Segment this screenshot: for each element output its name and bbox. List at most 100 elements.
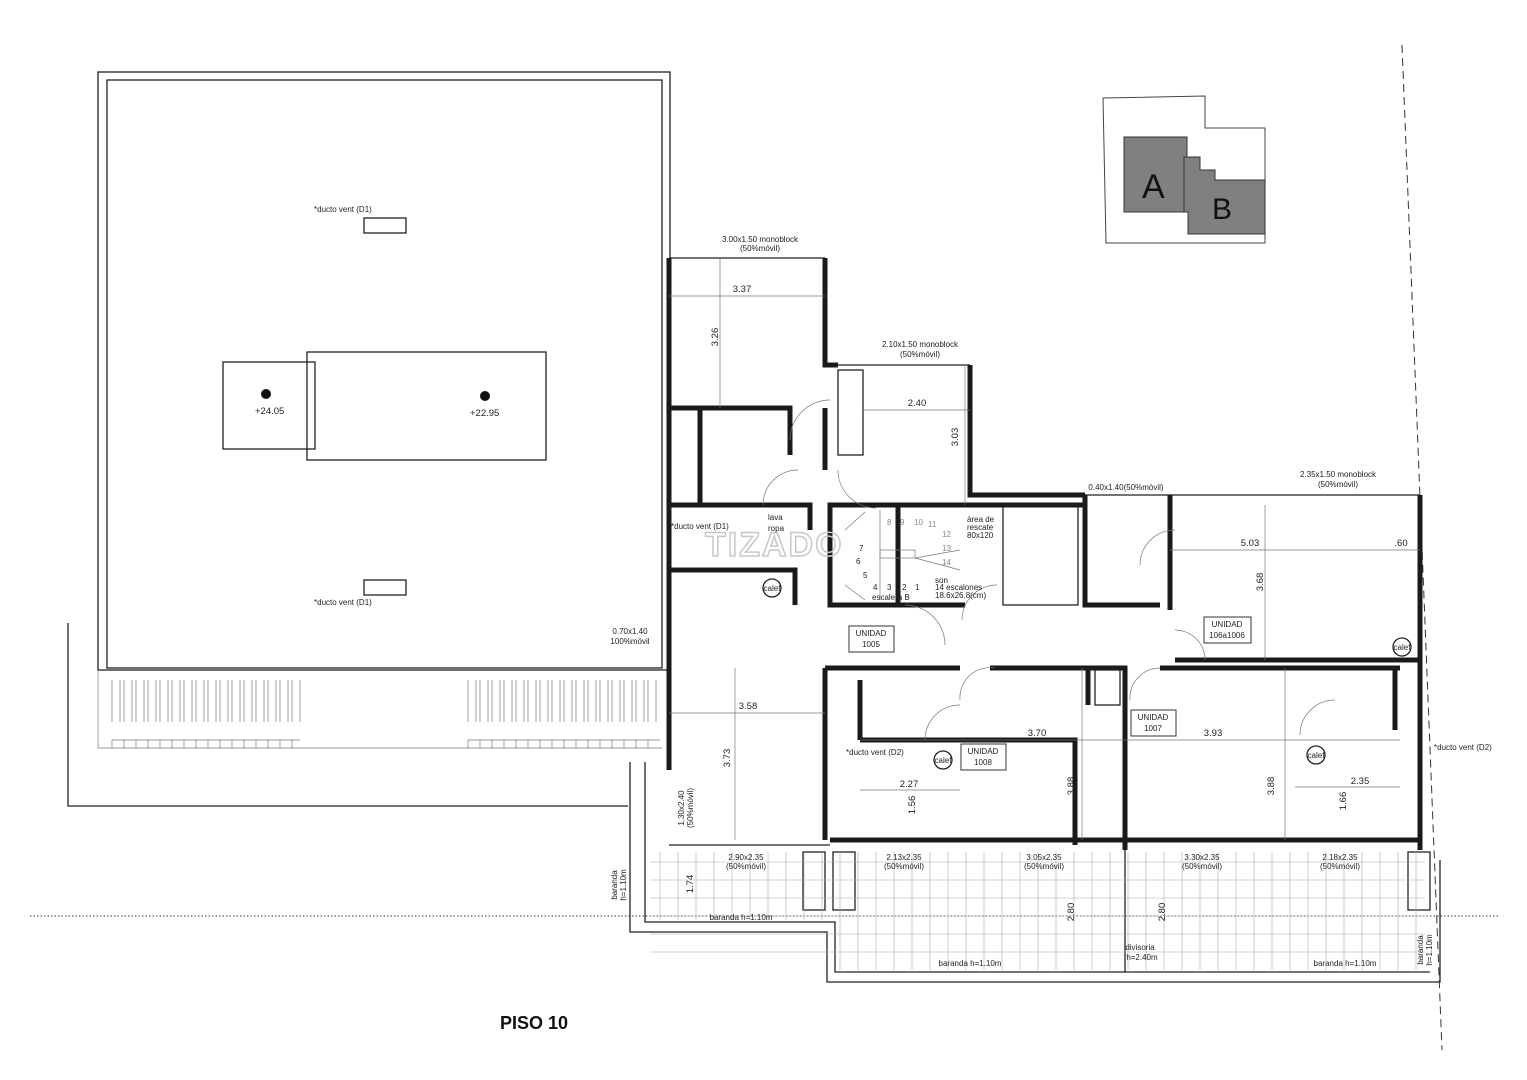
svg-text:1005: 1005 [862, 640, 880, 649]
dimension: 2.27 [900, 779, 919, 790]
rescue-area-label: área de [967, 515, 995, 524]
window-label: 3.05x2.35 [1026, 853, 1062, 862]
dimension: 2.80 [1157, 903, 1168, 922]
svg-text:UNIDAD: UNIDAD [1212, 620, 1243, 629]
window-label: (50%móvil) [1320, 862, 1360, 871]
ducto-label: *ducto vent (D2) [1434, 743, 1492, 752]
staircase-b [844, 510, 961, 601]
step-number: 2 [902, 583, 907, 592]
step-number: 12 [942, 530, 951, 539]
laundry-label: lava [768, 513, 783, 522]
window-label: 1.30x2.40 [677, 790, 686, 826]
window-label: 2.90x2.35 [728, 853, 764, 862]
block-a-label: A [1142, 168, 1165, 206]
window-label: (50%móvil) [1318, 480, 1358, 489]
balcony-tiles [650, 852, 1425, 970]
step-number: 3 [887, 583, 892, 592]
window-label: 0.40x1.40(50%móvil) [1088, 483, 1163, 492]
window-label: 2.13x2.35 [886, 853, 922, 862]
dimension: 3.03 [950, 428, 961, 447]
dimension: .60 [1394, 538, 1407, 549]
unit-1008-tag: UNIDAD 1008 [960, 743, 1007, 771]
level-mark-2405: +24.05 [255, 406, 284, 417]
key-map: A B [1102, 95, 1266, 244]
svg-text:UNIDAD: UNIDAD [1138, 713, 1169, 722]
dimension: 3.26 [710, 328, 721, 347]
stairs-note: 14 escalones [935, 583, 982, 592]
watermark-logo: TIZADO [705, 526, 844, 564]
window-label: (50%móvil) [900, 350, 940, 359]
rescue-area-label: rescate [967, 523, 994, 532]
divider-label: h=2.40m [1126, 953, 1158, 962]
dimension: 1.74 [685, 875, 696, 894]
window-label: 2.18x2.35 [1322, 853, 1358, 862]
railing-label: h=1.10m [1425, 934, 1434, 966]
svg-text:106a1006: 106a1006 [1209, 631, 1245, 640]
heater-label: calef [1308, 751, 1326, 760]
svg-text:UNIDAD: UNIDAD [856, 629, 887, 638]
window-label: 2.10x1.50 monoblock [882, 340, 959, 349]
rescue-area-label: 80x120 [967, 531, 994, 540]
dimension: 1.66 [1338, 792, 1349, 811]
roof-ducto-top: *ducto vent (D1) [314, 205, 372, 214]
unit-1006-tag: UNIDAD 106a1006 [1203, 616, 1252, 644]
floor-title: PISO 10 [500, 1013, 568, 1033]
step-number: 7 [859, 544, 864, 553]
window-label: (50%móvil) [686, 788, 695, 828]
window-label: 2.35x1.50 monoblock [1300, 470, 1377, 479]
balcony [629, 762, 1441, 983]
dimension: 3.37 [733, 284, 752, 295]
roof-grating [111, 680, 660, 748]
window-label: (50%móvil) [726, 862, 766, 871]
stairs-note: 18.6x26.8(cm) [935, 591, 986, 600]
railing-label: baranda h=1.10m [939, 959, 1002, 968]
railing-label: baranda [610, 870, 619, 900]
laundry-label: ropa [768, 524, 785, 533]
dimension: 2.80 [1066, 903, 1077, 922]
railing-label: baranda h=1.10m [1314, 959, 1377, 968]
doors [762, 399, 1336, 741]
roof-terrace: *ducto vent (D1) *ducto vent (D1) +24.05… [67, 71, 671, 807]
level-mark-2295: +22.95 [470, 408, 499, 419]
unit-1005-tag: UNIDAD 1005 [848, 625, 895, 653]
window-label: 0.70x1.40 [612, 627, 648, 636]
window-label: (50%móvil) [1024, 862, 1064, 871]
step-number: 1 [915, 583, 920, 592]
ducto-label: *ducto vent (D1) [671, 522, 729, 531]
window-label: 3.00x1.50 monoblock [722, 235, 799, 244]
step-number: 4 [873, 583, 878, 592]
unit-1007-tag: UNIDAD 1007 [1130, 709, 1177, 737]
dimension: 5.03 [1241, 538, 1260, 549]
svg-text:1007: 1007 [1144, 724, 1162, 733]
dimension: 3.88 [1066, 777, 1077, 796]
divider-label: divisoria [1125, 943, 1155, 952]
step-number: 14 [942, 558, 951, 567]
window-label: (50%móvil) [1182, 862, 1222, 871]
step-number: 10 [914, 518, 923, 527]
step-number: 9 [900, 518, 905, 527]
block-b-label: B [1212, 193, 1232, 226]
railing-label: baranda [1416, 935, 1425, 965]
window-label: (50%móvil) [740, 244, 780, 253]
svg-text:UNIDAD: UNIDAD [968, 747, 999, 756]
svg-text:1008: 1008 [974, 758, 992, 767]
dimension: 3.73 [722, 749, 733, 768]
step-number: 5 [863, 571, 868, 580]
dimension: 3.93 [1204, 728, 1223, 739]
window-label: 3.30x2.35 [1184, 853, 1220, 862]
dimension: 1.56 [907, 796, 918, 815]
ducto-label: *ducto vent (D2) [846, 748, 904, 757]
dimension: 3.58 [739, 701, 758, 712]
window-label: (50%móvil) [884, 862, 924, 871]
step-number: 11 [928, 520, 937, 529]
dimension: 2.35 [1351, 776, 1370, 787]
railing-label: baranda h=1.10m [710, 913, 773, 922]
dimension: 3.70 [1028, 728, 1047, 739]
step-number: 8 [887, 518, 892, 527]
step-number: 6 [856, 557, 861, 566]
heater-label: calef [935, 756, 953, 765]
window-label: 100%móvil [610, 637, 649, 646]
roof-ducto-bottom: *ducto vent (D1) [314, 598, 372, 607]
property-line [1401, 44, 1443, 1051]
